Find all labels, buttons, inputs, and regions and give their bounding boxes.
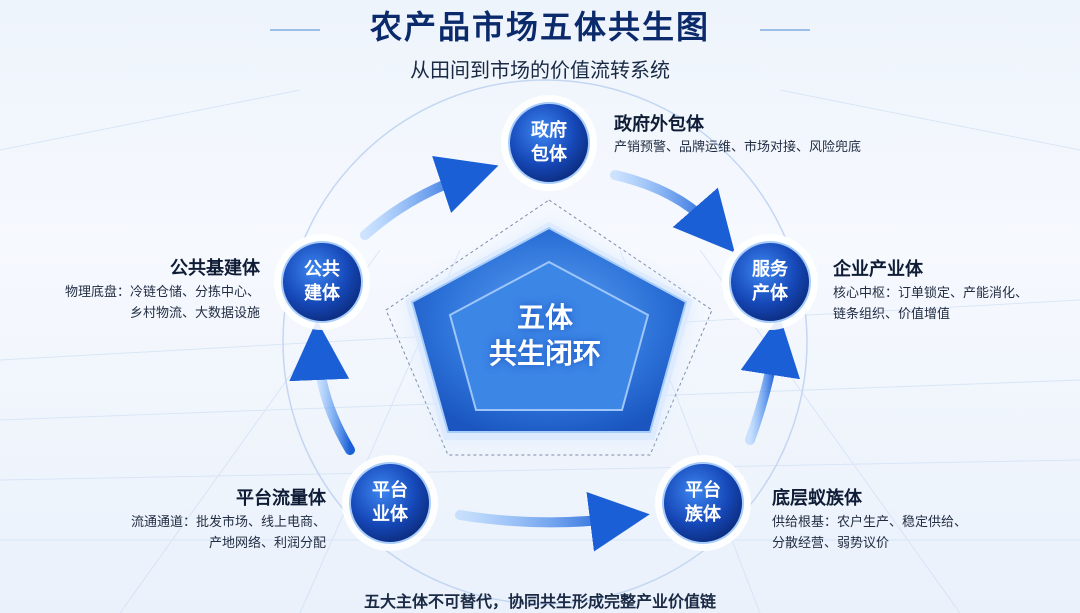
entity-desc-public-line2: 乡村物流、大数据设施 [129, 306, 260, 321]
entity-desc-public-line1: 物理底盘：冷链仓储、分拣中心、 [64, 285, 260, 300]
entity-desc-base-line1: 供给根基：农户生产、稳定供给、 [772, 515, 968, 530]
arrow-platform-to-public [289, 320, 355, 455]
entity-desc-platform-line1: 流通通道：批发市场、线上电商、 [130, 515, 326, 530]
outer-ring [282, 79, 808, 605]
entity-desc-service-line2: 链条组织、价值增值 [833, 307, 951, 322]
node-label-public: 公共 建体 [277, 258, 367, 306]
entity-desc-service: 核心中枢：订单锁定、产能消化、 链条组织、价值增值 [833, 283, 1028, 325]
node-label-base-line2: 族体 [685, 504, 721, 525]
arrow-service-to-base [740, 315, 801, 445]
node-label-base: 平台 族体 [658, 479, 748, 527]
node-label-platform-line2: 业体 [372, 504, 408, 525]
entity-desc-platform-line2: 产地网络、利润分配 [208, 536, 326, 551]
dashed-pentagon [385, 199, 713, 456]
entity-desc-base-line2: 分散经营、弱势议价 [772, 536, 890, 551]
entity-title-service: 企业产业体 [833, 259, 923, 280]
entity-title-platform: 平台流量体 [236, 488, 326, 509]
footer-caption: 五大主体不可替代，协同共生形成完整产业价值链 [363, 592, 716, 611]
node-label-gov-line2: 包体 [531, 144, 567, 165]
node-label-service: 服务 产体 [725, 258, 815, 306]
node-label-gov-line1: 政府 [531, 120, 567, 141]
page-subtitle: 从田间到市场的价值流转系统 [410, 58, 670, 82]
entity-title-gov: 政府外包体 [614, 114, 704, 135]
node-circles [274, 95, 818, 551]
arrow-gov-to-service [610, 170, 735, 253]
entity-desc-platform: 流通通道：批发市场、线上电商、 产地网络、利润分配 [120, 512, 326, 554]
node-label-service-line1: 服务 [752, 259, 788, 280]
node-label-base-line1: 平台 [685, 480, 721, 501]
arrow-public-to-gov [360, 156, 499, 240]
entity-title-base: 底层蚁族体 [772, 488, 862, 509]
node-label-gov: 政府 包体 [504, 119, 594, 167]
page-title: 农产品市场五体共生图 [369, 8, 710, 46]
center-label-line1: 五体 [516, 301, 573, 334]
center-pentagon-inner [448, 260, 650, 411]
entity-desc-base: 供给根基：农户生产、稳定供给、 分散经营、弱势议价 [772, 512, 967, 554]
background-grid [0, 89, 1080, 613]
node-label-platform: 平台 业体 [345, 479, 435, 527]
entity-desc-gov: 产销预警、品牌运维、市场对接、风险兜底 [614, 140, 862, 155]
node-label-platform-line1: 平台 [372, 480, 408, 501]
node-label-public-line1: 公共 [304, 259, 340, 280]
flow-arrows [289, 156, 801, 552]
arrow-platform-to-base [455, 491, 650, 552]
center-label: 五体 共生闭环 [470, 300, 620, 372]
entity-title-public: 公共基建体 [170, 258, 260, 279]
center-label-line2: 共生闭环 [488, 337, 601, 370]
entity-desc-service-line1: 核心中枢：订单锁定、产能消化、 [833, 286, 1029, 301]
entity-desc-public: 物理底盘：冷链仓储、分拣中心、 乡村物流、大数据设施 [40, 282, 260, 324]
node-label-public-line2: 建体 [304, 283, 340, 304]
node-label-service-line2: 产体 [752, 283, 788, 304]
